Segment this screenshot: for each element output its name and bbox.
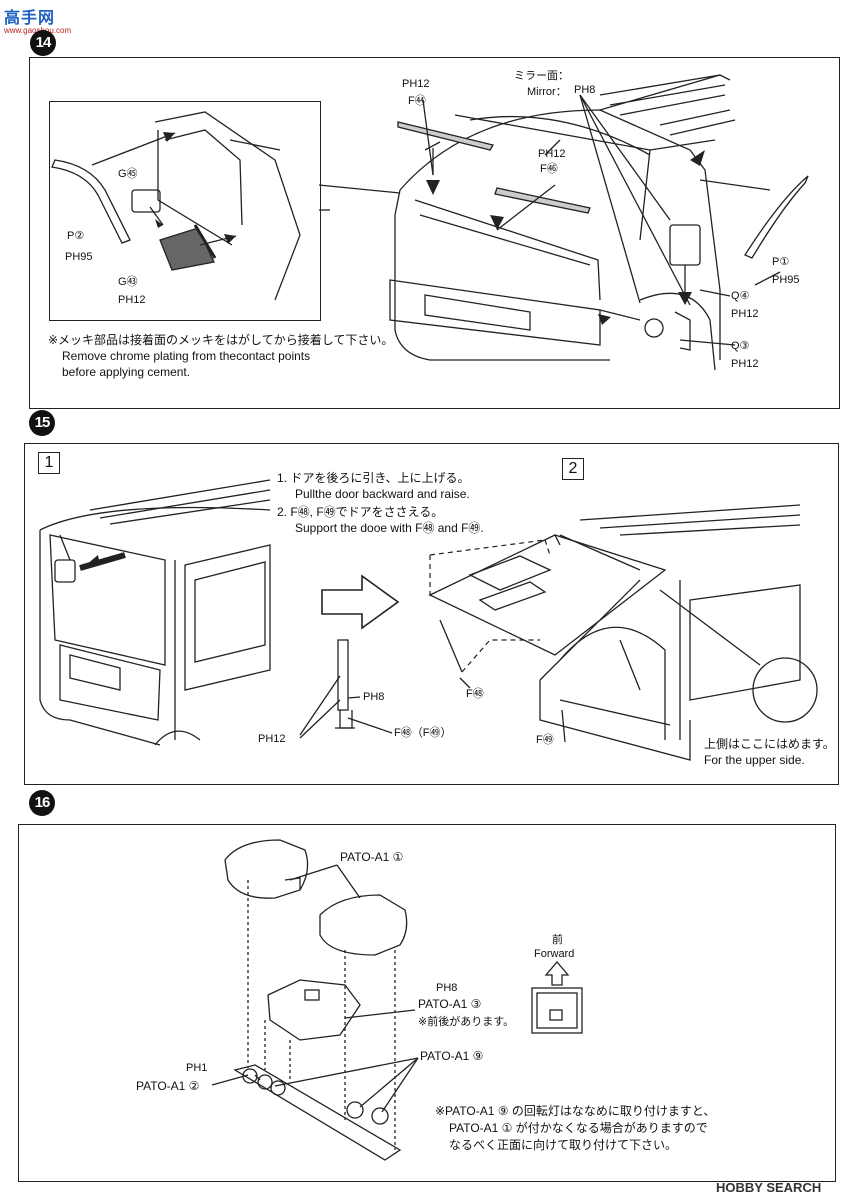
- label-f48-f49: F㊽（F㊾）: [394, 727, 452, 739]
- label-f48: F㊽: [466, 688, 484, 700]
- step-15-panel: [24, 443, 839, 785]
- step-14-badge: 14: [30, 30, 56, 56]
- label-q3: Q③: [731, 340, 750, 352]
- step-16-badge: 16: [29, 790, 55, 816]
- label-ph8-15: PH8: [363, 691, 385, 703]
- label-p2: P②: [67, 230, 85, 242]
- step-16-note-3: なるべく正面に向けて取り付けて下さい。: [449, 1138, 678, 1152]
- step-15-instr-2-en: Support the dooe with F㊽ and F㊾.: [295, 521, 484, 535]
- step-15-box-1: 1: [38, 452, 60, 474]
- step-16-note-2: PATO-A1 ① が付かなくなる場合がありますので: [449, 1121, 708, 1135]
- step-15-instr-1-jp: 1. ドアを後ろに引き、上に上げる。: [277, 471, 470, 485]
- label-ph8-16: PH8: [436, 982, 458, 994]
- step-15-badge: 15: [29, 410, 55, 436]
- label-pato-a1-1: PATO-A1 ①: [340, 850, 404, 864]
- label-ph1: PH1: [186, 1062, 208, 1074]
- label-pato-a1-3: PATO-A1 ③: [418, 997, 482, 1011]
- label-q4: Q④: [731, 290, 750, 302]
- label-g55: G㊺: [118, 168, 138, 180]
- label-p1: P①: [772, 256, 790, 268]
- label-g53: G㊸: [118, 276, 138, 288]
- step-16-panel: [18, 824, 836, 1182]
- step-15-upper-en: For the upper side.: [704, 753, 805, 767]
- label-ph12-q3: PH12: [731, 358, 759, 370]
- label-f45: F㊹: [408, 95, 426, 107]
- label-front-back: ※前後があります。: [418, 1016, 515, 1028]
- step-15-box-2: 2: [562, 458, 584, 480]
- label-f46: F㊻: [540, 163, 558, 175]
- label-ph12-15: PH12: [258, 733, 286, 745]
- label-ph12-q4: PH12: [731, 308, 759, 320]
- label-f49: F㊾: [536, 734, 554, 746]
- label-mirror-face: ミラー面：: [514, 70, 569, 82]
- label-ph12-top: PH12: [402, 78, 430, 90]
- label-pato-a1-2: PATO-A1 ②: [136, 1079, 200, 1093]
- step-14-note-jp: ※メッキ部品は接着面のメッキをはがしてから接着して下さい。: [48, 333, 394, 347]
- label-forward-jp: 前: [552, 934, 563, 946]
- label-pato-a1-9: PATO-A1 ⑨: [420, 1049, 484, 1063]
- label-ph95-left: PH95: [65, 251, 93, 263]
- hobby-search-watermark: HOBBY SEARCH: [716, 1180, 822, 1195]
- site-logo-text: 高手网: [4, 10, 56, 27]
- label-ph95-right: PH95: [772, 274, 800, 286]
- step-14-inset-box: [49, 101, 321, 321]
- label-ph12-mid: PH12: [538, 148, 566, 160]
- label-mirror: Mirror：: [527, 86, 567, 98]
- step-14-note-en-2: before applying cement.: [62, 365, 191, 379]
- step-15-instr-2-jp: 2. F㊽, F㊾でドアをささえる。: [277, 505, 444, 519]
- label-ph12-left: PH12: [118, 294, 146, 306]
- step-14-note-en-1: Remove chrome plating from thecontact po…: [62, 349, 311, 363]
- step-15-instr-1-en: Pullthe door backward and raise.: [295, 487, 470, 501]
- step-16-note-1: ※PATO-A1 ⑨ の回転灯はななめに取り付けますと、: [435, 1104, 716, 1118]
- label-forward-en: Forward: [534, 948, 575, 960]
- label-ph8-top: PH8: [574, 84, 596, 96]
- step-15-upper-jp: 上側はここにはめます。: [704, 737, 835, 751]
